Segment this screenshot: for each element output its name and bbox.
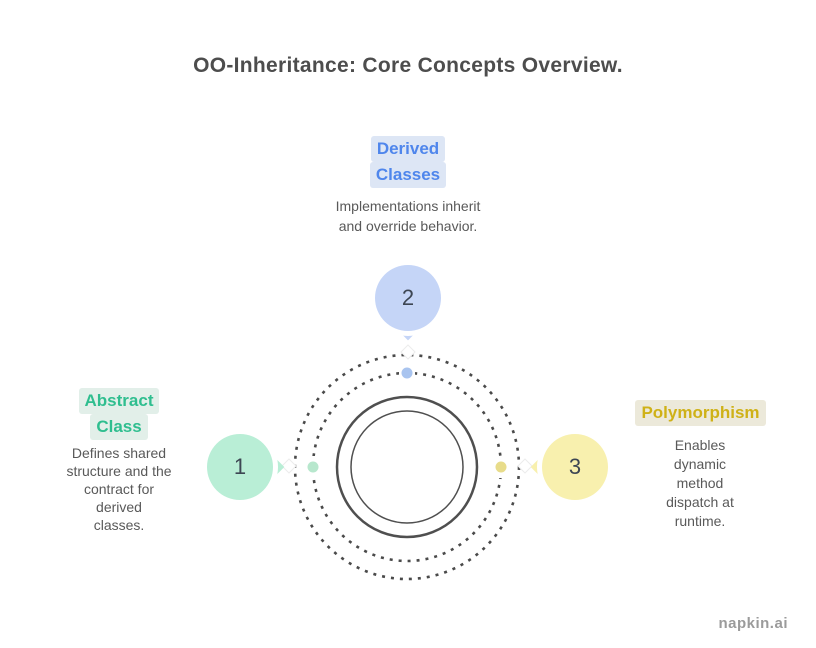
node-3-number: 3 (568, 454, 582, 479)
node-1-description: Defines shared structure and the contrac… (29, 444, 209, 534)
node-3-label-line-1: Polymorphism (635, 400, 766, 426)
node-1-desc-line: structure and the (66, 463, 172, 479)
watermark-logo: napkin.ai (718, 615, 788, 632)
node-2-number: 2 (401, 285, 415, 310)
node-3-desc-line: dispatch at (666, 494, 734, 510)
node-1-label-line-1: Abstract (78, 388, 160, 414)
node-3-description: Enables dynamic method dispatch at runti… (610, 436, 790, 531)
node-1-label: Abstract Class (24, 388, 214, 440)
right-connector-dot-icon (495, 461, 507, 473)
node-1-desc-line: contract for (83, 481, 155, 497)
left-connector-dot-icon (307, 461, 319, 473)
node-1-desc-line: Defines shared (71, 445, 167, 461)
node-1-label-line-2: Class (90, 414, 148, 440)
top-arrow-diamond-icon (400, 344, 416, 360)
orbit-rings-graphic (281, 344, 533, 581)
node-2-desc-line: and override behavior. (338, 218, 478, 234)
node-2-label-line-1: Derived (370, 136, 446, 162)
node-2-label: Derived Classes (308, 136, 508, 188)
top-connector-dot-icon (401, 367, 413, 379)
left-arrow-diamond-icon (281, 458, 297, 474)
node-3-desc-line: dynamic (673, 456, 727, 472)
node-2-label-line-2: Classes (369, 162, 447, 188)
node-1-number-bubble: 1 (207, 434, 273, 500)
node-1-number: 1 (233, 454, 247, 479)
node-1-desc-line: derived (96, 499, 142, 515)
center-ring-inner-edge (350, 410, 464, 524)
node-1-desc-line: classes. (93, 517, 145, 533)
node-2-desc-line: Implementations inherit (335, 198, 481, 214)
node-3-desc-line: runtime. (674, 513, 726, 529)
node-2-number-bubble: 2 (375, 265, 441, 331)
node-3-desc-line: method (676, 475, 724, 491)
node-3-label: Polymorphism (608, 400, 793, 426)
page-title: OO-Inheritance: Core Concepts Overview. (193, 54, 623, 77)
node-3-desc-line: Enables (674, 437, 726, 453)
node-3-number-bubble: 3 (542, 434, 608, 500)
node-2-description: Implementations inherit and override beh… (292, 196, 524, 236)
